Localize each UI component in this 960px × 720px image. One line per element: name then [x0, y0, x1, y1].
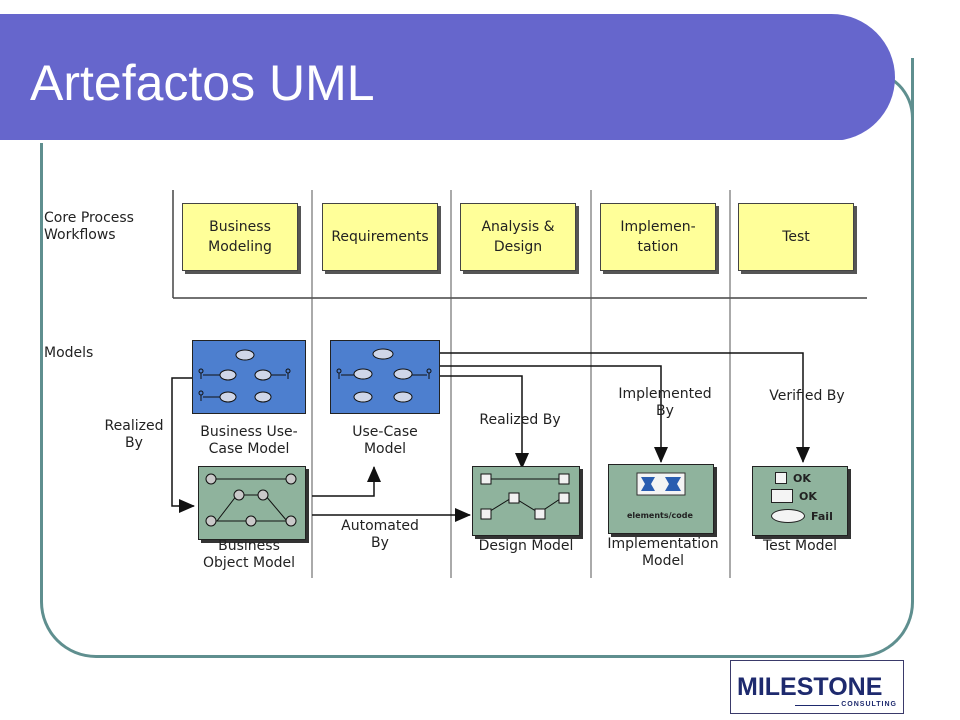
relation-implemented-by: Implemented By	[618, 386, 712, 419]
label-implementation-model: Implementation Model	[607, 536, 719, 569]
test-item-3: Fail	[811, 510, 833, 523]
slide-title: Artefactos UML	[30, 55, 375, 111]
workflow-analysis-design: Analysis & Design	[460, 203, 576, 271]
label-business-use-case-model: Business Use- Case Model	[200, 424, 298, 457]
diagram-lines	[171, 190, 867, 578]
test-item-1: OK	[793, 472, 811, 485]
implementation-model-box: elements/code	[608, 464, 714, 534]
test-check-ellipse	[771, 509, 805, 523]
use-case-glyphs	[198, 349, 291, 403]
relation-realized-by-mid: Realized By	[479, 412, 561, 428]
use-case-model-box	[330, 340, 440, 414]
workflow-implementation: Implemen- tation	[600, 203, 716, 271]
logo-subtitle: CONSULTING	[841, 701, 897, 708]
workflow-requirements: Requirements	[322, 203, 438, 271]
row-label-core-workflows: Core Process Workflows	[44, 210, 134, 243]
logo-wordmark: MILESTONE	[737, 673, 883, 701]
object-glyphs	[205, 473, 297, 527]
uml-artifacts-diagram: Core Process Workflows Models Business M…	[44, 190, 867, 578]
business-use-case-model-box	[192, 340, 306, 414]
logo-rule	[795, 705, 839, 706]
workflow-test: Test	[738, 203, 854, 271]
slide-frame	[40, 58, 914, 658]
row-label-models: Models	[44, 345, 94, 361]
relation-realized-by-left: Realized By	[104, 418, 164, 451]
relation-verified-by: Verified By	[769, 388, 845, 404]
test-item-2: OK	[799, 490, 817, 503]
business-object-model-box	[198, 466, 306, 540]
title-bar: Artefactos UML	[0, 14, 895, 143]
use-case-glyphs	[336, 348, 432, 403]
realized-by-mid-arrow	[440, 375, 529, 469]
implementation-glyphs	[636, 472, 686, 496]
title-underline	[0, 140, 850, 143]
label-business-object-model: Business Object Model	[202, 538, 296, 571]
label-use-case-model: Use-Case Model	[352, 424, 418, 457]
implementation-caption: elements/code	[627, 511, 693, 520]
automated-by-up-arrow	[312, 466, 381, 497]
test-model-box: OK OK Fail	[752, 466, 848, 536]
test-check-box-1	[775, 472, 787, 484]
verified-by-arrow	[440, 352, 810, 463]
design-model-box	[472, 466, 580, 536]
relation-automated-by: Automated By	[341, 518, 419, 551]
realized-by-left-arrow	[171, 377, 196, 513]
label-design-model: Design Model	[478, 538, 574, 554]
milestone-consulting-logo: MILESTONE CONSULTING	[730, 660, 904, 714]
test-check-box-2	[771, 489, 793, 503]
label-test-model: Test Model	[762, 538, 838, 554]
design-glyphs	[480, 473, 570, 520]
workflow-business-modeling: Business Modeling	[182, 203, 298, 271]
implemented-by-arrow	[440, 365, 668, 463]
